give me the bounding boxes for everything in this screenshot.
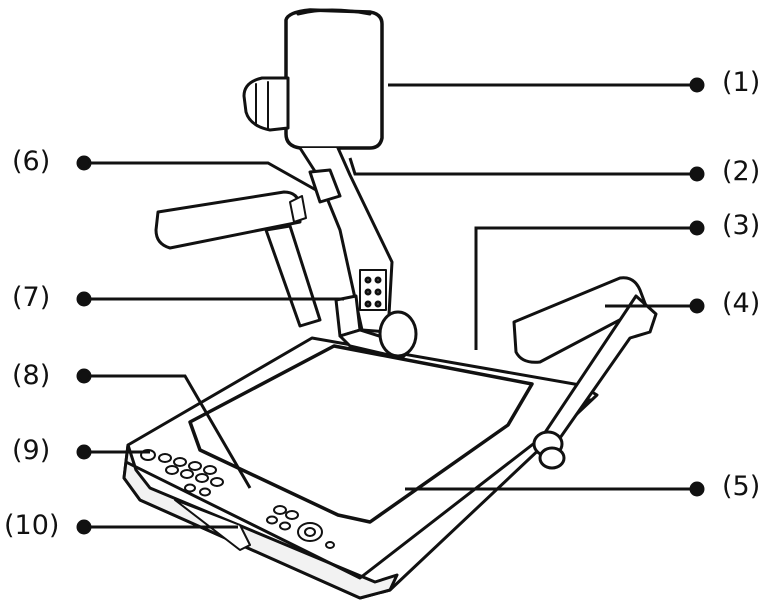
camera-head <box>242 8 384 164</box>
right-lamp <box>512 276 658 470</box>
leader-line-6 <box>84 161 317 192</box>
callout-label-6: (6) <box>12 146 51 177</box>
leader-line-2 <box>348 157 697 176</box>
leader-dot-8 <box>76 368 92 384</box>
leader-dot-10 <box>76 519 92 535</box>
leader-dot-5 <box>689 481 705 497</box>
callout-label-8: (8) <box>12 360 51 391</box>
leader-dot-7 <box>76 291 92 307</box>
document-stage <box>188 344 534 524</box>
left-lamp <box>154 190 322 328</box>
callout-label-1: (1) <box>722 67 761 98</box>
leader-dot-1 <box>689 77 705 93</box>
camera-arm <box>298 146 418 360</box>
callout-label-4: (4) <box>722 288 761 319</box>
leader-line-3 <box>474 226 697 350</box>
leader-dot-6 <box>76 155 92 171</box>
leader-line-8 <box>84 374 252 489</box>
leader-dot-3 <box>689 220 705 236</box>
leader-dot-4 <box>689 298 705 314</box>
callout-label-2: (2) <box>722 156 761 187</box>
callout-label-3: (3) <box>722 210 761 241</box>
callout-label-10: (10) <box>4 510 60 541</box>
callout-label-9: (9) <box>12 435 51 466</box>
control-panel <box>140 449 335 551</box>
callout-label-5: (5) <box>722 471 761 502</box>
callout-label-7: (7) <box>12 282 51 313</box>
leader-dot-2 <box>689 166 705 182</box>
callout-leaders <box>76 77 705 535</box>
leader-dot-9 <box>76 444 92 460</box>
